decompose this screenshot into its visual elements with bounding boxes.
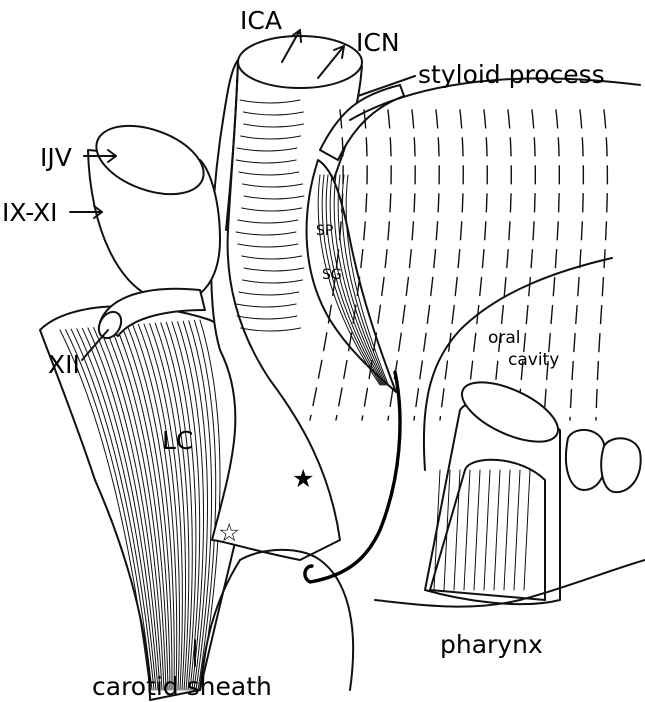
- molar-tooth: [566, 430, 606, 490]
- open-star-marker: ☆: [218, 520, 240, 545]
- ica-cut-surface: [238, 36, 362, 88]
- label-styloid-process: styloid process: [418, 62, 605, 87]
- ica-texture-line: [240, 100, 300, 103]
- internal-jugular-vein: [87, 113, 220, 302]
- dashed-contour-line: [466, 110, 487, 420]
- label-sg: SG: [322, 268, 342, 282]
- label-sp: SP: [316, 224, 333, 238]
- dashed-contour-line: [596, 110, 607, 420]
- label-pharynx: pharynx: [440, 632, 543, 657]
- stylopharyngeus-muscle: [307, 160, 396, 392]
- ica-texture-line: [239, 292, 299, 295]
- label-cavity: cavity: [508, 352, 559, 369]
- label-lc: LC: [162, 428, 193, 453]
- label-ica: ICA: [240, 8, 282, 33]
- dashed-contour-line: [414, 110, 439, 420]
- molar-tooth-2: [601, 438, 640, 492]
- ica-texture-line: [238, 244, 298, 247]
- dashed-contour-line: [388, 110, 415, 420]
- dashed-contour-line: [440, 110, 463, 420]
- filled-star-marker: ★: [292, 466, 314, 491]
- ica-texture-line: [239, 172, 299, 175]
- label-oral: oral: [488, 330, 521, 347]
- dashed-contour-line: [492, 110, 511, 420]
- ica-texture-line: [236, 232, 296, 235]
- ica-texture-line: [237, 148, 297, 151]
- label-carotid-sheath: carotid sheath: [92, 674, 272, 699]
- ica-texture-line: [244, 268, 304, 271]
- ica-texture-line: [243, 280, 303, 283]
- ica-texture-line: [242, 208, 302, 211]
- ica-texture: [236, 100, 304, 331]
- ica-texture-line: [236, 160, 296, 163]
- ica-texture-line: [243, 112, 303, 115]
- label-ix-xi: IX-XI: [2, 200, 58, 225]
- label-ijv: IJV: [40, 145, 72, 170]
- ica-texture-line: [244, 124, 304, 127]
- ica-texture-line: [241, 136, 301, 139]
- label-icn: ICN: [356, 30, 400, 55]
- dashed-contour-line: [544, 110, 559, 420]
- mandible-teeth: [425, 370, 641, 604]
- ica-texture-line: [238, 220, 298, 223]
- pharynx-region: [200, 550, 645, 690]
- ica-texture-line: [242, 256, 302, 259]
- ica-texture-line: [237, 316, 297, 319]
- label-xii: XII: [48, 352, 80, 377]
- ica-texture-line: [236, 304, 296, 307]
- dashed-contour-line: [518, 110, 535, 420]
- ica-texture-line: [241, 328, 301, 331]
- ica-texture-line: [243, 184, 303, 187]
- ica-texture-line: [244, 196, 304, 199]
